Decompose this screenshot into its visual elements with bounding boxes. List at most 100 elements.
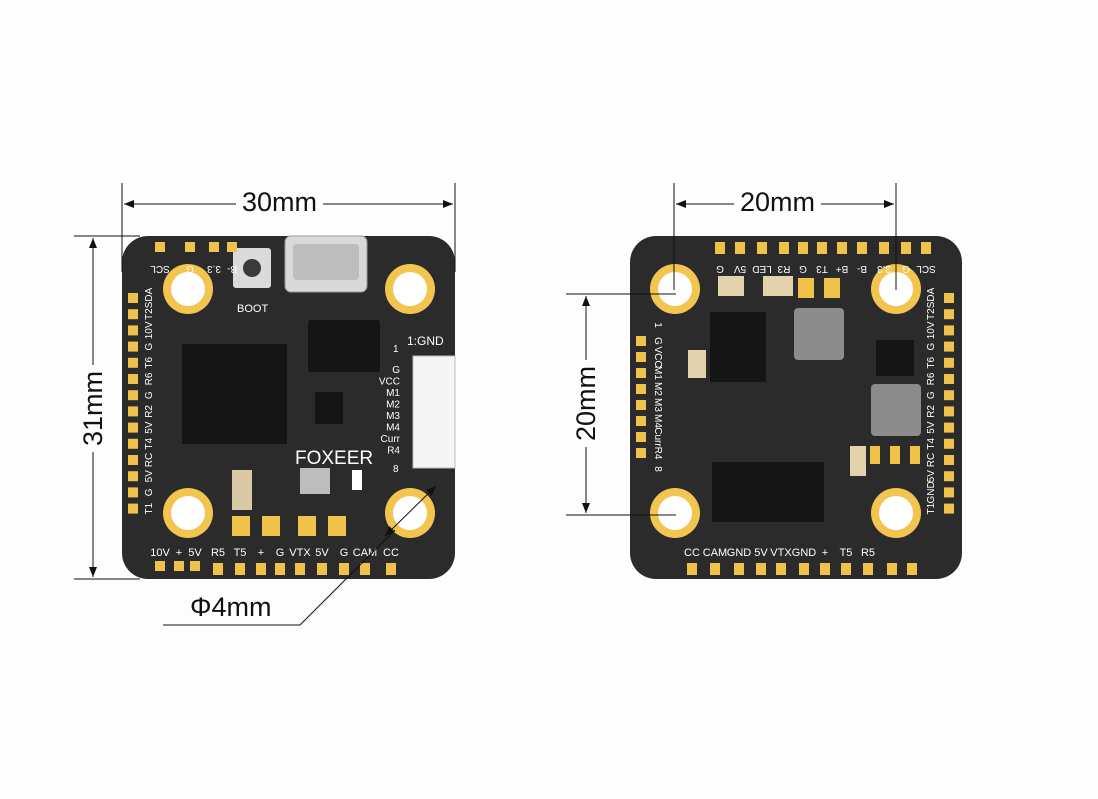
pad-label: VCC bbox=[652, 346, 663, 367]
pad-label: B- bbox=[857, 263, 867, 274]
solder-pad bbox=[128, 438, 138, 449]
solder-pad bbox=[128, 357, 138, 368]
pad-label: G bbox=[340, 547, 349, 559]
solder-pad bbox=[128, 293, 138, 303]
inductor-1 bbox=[794, 308, 844, 360]
pad-label: 3.3 bbox=[207, 263, 221, 274]
connector-pin-label: M3 bbox=[386, 411, 400, 422]
pad-label: B+ bbox=[836, 263, 849, 274]
pad-label: + bbox=[258, 547, 264, 559]
svg-text:8: 8 bbox=[393, 464, 399, 475]
pad-label: 3.3 bbox=[877, 263, 891, 274]
solder-pad bbox=[317, 563, 327, 575]
solder-pad bbox=[235, 563, 245, 575]
solder-pad bbox=[209, 242, 219, 252]
solder-pad bbox=[128, 422, 138, 433]
pad-label: M4 bbox=[652, 414, 663, 428]
pad-label: CAM bbox=[353, 547, 377, 559]
pad-label: VTX bbox=[770, 547, 792, 559]
pad-label: 5V bbox=[188, 547, 202, 559]
solder-pad bbox=[944, 341, 954, 352]
solder-pad bbox=[944, 374, 954, 384]
solder-pad bbox=[756, 563, 766, 575]
solder-pad bbox=[386, 563, 396, 575]
solder-pad bbox=[799, 563, 809, 575]
solder-pad bbox=[128, 341, 138, 352]
pad-label: T6 bbox=[144, 357, 155, 369]
solder-pad bbox=[155, 242, 165, 252]
solder-pad bbox=[944, 471, 954, 482]
mount-v-dimension-label: 20mm bbox=[571, 359, 603, 448]
connector-pin-label: Curr bbox=[381, 434, 401, 445]
solder-pad bbox=[636, 368, 646, 378]
solder-pad bbox=[213, 563, 223, 575]
pad-label: R5 bbox=[211, 547, 225, 559]
pad-label: GND bbox=[926, 481, 937, 503]
solder-pad bbox=[636, 400, 646, 410]
connector-pin-label: VCC bbox=[379, 377, 400, 388]
solder-pad bbox=[636, 352, 646, 362]
solder-pad bbox=[636, 448, 646, 458]
solder-pad bbox=[944, 325, 954, 336]
solder-pad bbox=[944, 422, 954, 433]
solder-pad bbox=[907, 563, 917, 575]
back-chip bbox=[712, 462, 824, 522]
solder-pad bbox=[128, 374, 138, 384]
pad-label: 8 bbox=[652, 466, 663, 472]
pad-label: 5V bbox=[754, 547, 768, 559]
solder-pad bbox=[921, 242, 931, 254]
pad-label: G bbox=[144, 342, 155, 350]
pad-label: VTX bbox=[289, 547, 311, 559]
width-dimension-label: 30mm bbox=[236, 187, 324, 218]
pad-label: T4 bbox=[926, 438, 937, 450]
pad-label: R6 bbox=[144, 372, 155, 385]
regulator-chip bbox=[710, 312, 766, 382]
solder-pad bbox=[185, 242, 195, 252]
solder-pad bbox=[944, 390, 954, 401]
solder-pad bbox=[636, 432, 646, 442]
connector-pin-label: R4 bbox=[387, 446, 400, 457]
connector-pin-label: M4 bbox=[386, 423, 400, 434]
pad-label: T4 bbox=[144, 438, 155, 450]
solder-pad bbox=[837, 242, 847, 254]
solder-pad bbox=[820, 563, 830, 575]
pad-label: G bbox=[716, 263, 724, 274]
pad-label: M1 bbox=[652, 366, 663, 380]
solder-pad bbox=[944, 455, 954, 465]
solder-pad bbox=[190, 561, 200, 571]
solder-pad bbox=[128, 390, 138, 401]
solder-pad bbox=[128, 471, 138, 482]
esc-connector bbox=[412, 355, 456, 469]
solder-pad bbox=[636, 336, 646, 346]
pad-label: 5V bbox=[315, 547, 329, 559]
pad-label: 5V bbox=[144, 421, 155, 434]
height-dimension-label: 31mm bbox=[78, 364, 110, 453]
pad-label: R3 bbox=[777, 263, 790, 274]
solder-pad bbox=[128, 406, 138, 417]
solder-pad bbox=[128, 325, 138, 336]
solder-pad bbox=[734, 563, 744, 575]
pad-label: LED bbox=[752, 263, 771, 274]
pad-label: G bbox=[926, 342, 937, 350]
pad-label: 10V bbox=[144, 321, 155, 339]
pad-label: G bbox=[926, 391, 937, 399]
pad-label: G bbox=[276, 547, 285, 559]
solder-pad bbox=[841, 563, 851, 575]
pad-label: GND bbox=[792, 547, 817, 559]
pad-label: T5 bbox=[840, 547, 853, 559]
solder-pad bbox=[710, 563, 720, 575]
solder-pad bbox=[857, 242, 867, 254]
pad-label: T1 bbox=[144, 502, 155, 514]
pad-label: R6 bbox=[926, 372, 937, 385]
pad-label: SDA bbox=[926, 287, 937, 308]
pad-label: T3 bbox=[816, 263, 828, 274]
